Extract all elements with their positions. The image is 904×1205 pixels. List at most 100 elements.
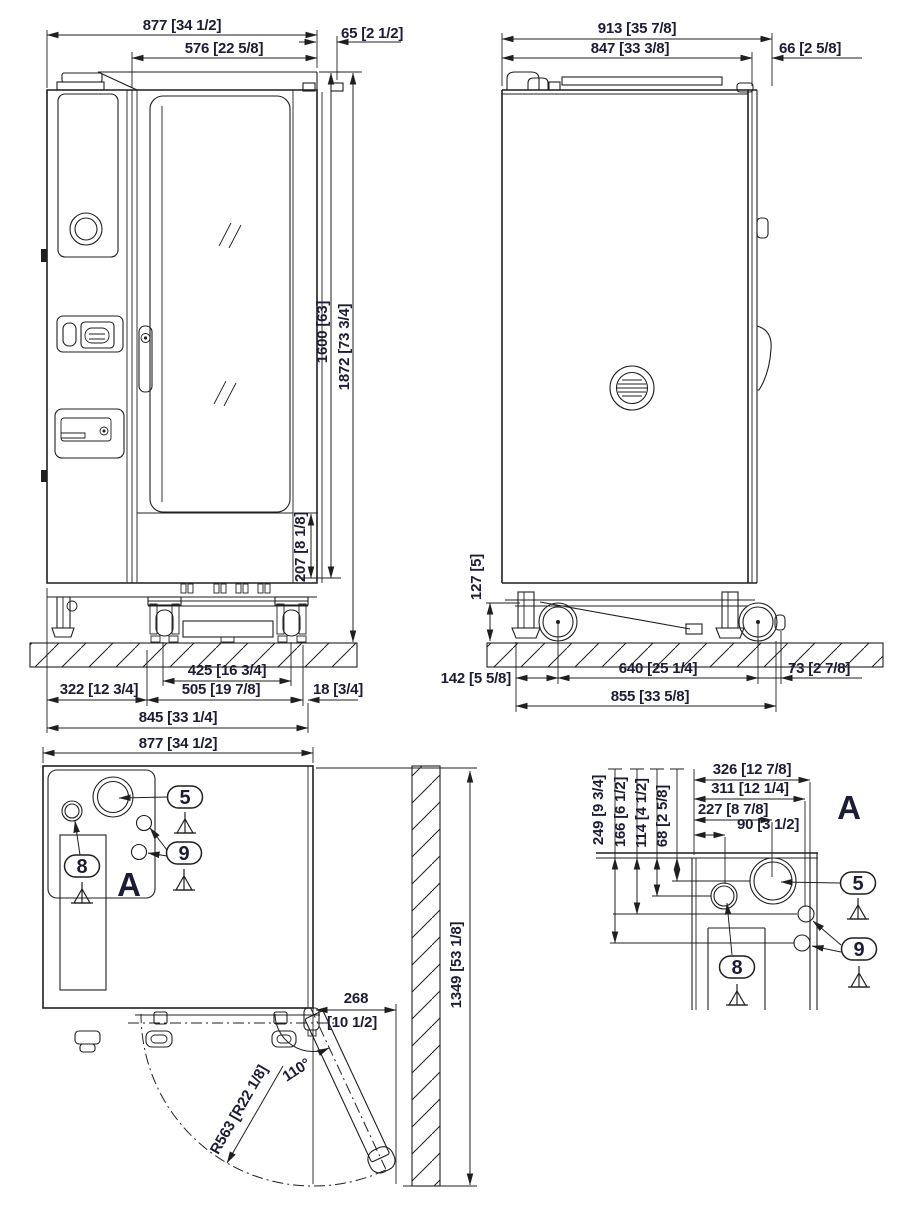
front-left-foot [51, 596, 78, 638]
detail-connection-9a-circle [797, 905, 815, 923]
dim-top-overall-depth: 1349 [53 1/8] [448, 921, 465, 1008]
dim-detail-depth-249: 249 [9 3/4] [590, 775, 607, 846]
callout-5-bubble [166, 785, 204, 809]
callout-9-label: 9 [178, 843, 189, 865]
flue-duct [707, 927, 766, 1010]
dim-front-overall-width: 877 [34 1/2] [143, 17, 222, 34]
side-vent-icon [609, 365, 655, 411]
detail-callout-9-label: 9 [853, 939, 864, 961]
detail-callout-9-bubble [840, 937, 878, 961]
dim-detail-width-326: 326 [12 7/8] [713, 761, 792, 778]
front-view: 877 [34 1/2] 576 [22 5/8] 65 [2 1/2] 160… [29, 17, 404, 733]
top-panel-column [59, 834, 107, 991]
potential-equalization-icon [173, 811, 197, 834]
door-swing-arc [140, 1013, 386, 1187]
detail-area-label: A [117, 866, 141, 903]
side-door-handle [756, 325, 772, 391]
connection-5-circle [92, 776, 134, 818]
front-door [131, 90, 294, 583]
door-handle [138, 325, 153, 393]
potential-equalization-icon [725, 983, 749, 1006]
detail-callout-5-label: 5 [852, 873, 863, 895]
callout-5-label: 5 [179, 787, 190, 809]
open-door-handle [367, 1146, 396, 1174]
connection-9b-circle [130, 843, 148, 861]
glass-reflection-icon [213, 222, 242, 407]
dim-front-base-width: 505 [19 7/8] [182, 681, 261, 698]
dim-front-body-height: 1600 [63] [314, 301, 331, 364]
potential-equalization-icon [70, 881, 94, 904]
dim-detail-depth-114: 114 [4 1/2] [633, 778, 650, 848]
potential-equalization-icon [847, 965, 871, 988]
dim-side-handle-offset: 66 [2 5/8] [779, 40, 841, 57]
rack-caster-left [147, 596, 182, 643]
roof-rail [561, 76, 723, 86]
control-knob-icon [69, 212, 103, 246]
wall-spacer-right [330, 82, 344, 92]
dim-front-top-right-offset: 65 [2 1/2] [341, 25, 403, 42]
front-base-frame [47, 583, 317, 643]
connection-9a-circle [135, 814, 153, 832]
side-base-frame [505, 591, 786, 642]
floor-hatch-side [486, 642, 884, 668]
floor-hatch [29, 642, 358, 668]
dim-detail-width-90: 90 [3 1/2] [737, 816, 799, 833]
side-view: 913 [35 7/8] 847 [33 3/8] 66 [2 5/8] 127… [441, 20, 884, 712]
callout-9-bubble [165, 841, 203, 865]
connection-8-circle [61, 800, 83, 822]
detail-callout-5-bubble [839, 871, 877, 895]
door-hinge-bump [756, 217, 769, 239]
card-reader-module [56, 315, 124, 353]
detail-view-label: A [837, 789, 861, 826]
front-control-panel [54, 90, 128, 583]
front-body-outline [41, 71, 344, 584]
dim-top-door-projection: 268 [344, 990, 368, 1007]
side-body-outline [501, 71, 772, 584]
detail-connection-9b-circle [793, 934, 811, 952]
drain-pan-edge [539, 601, 691, 630]
detail-outline [596, 852, 818, 1010]
dim-side-caster-spacing: 640 [25 1/4] [619, 660, 698, 677]
wall-hatch [411, 765, 441, 1187]
dim-top-door-angle: 110° [280, 1055, 314, 1085]
hand-shower-module [54, 408, 125, 459]
dim-front-base-right-offset: 18 [3/4] [313, 681, 363, 698]
top-body-outline [42, 765, 314, 1009]
water-tank-cap [61, 72, 103, 83]
dim-top-overall-width: 877 [34 1/2] [139, 735, 218, 752]
top-view: 110° R563 [R22 1/8] 5 8 9 A 877 [34 1/2] [42, 735, 477, 1187]
dim-front-base-height: 207 [8 1/8] [292, 512, 309, 583]
dim-front-overall-height: 1872 [73 3/4] [336, 303, 353, 390]
front-caster-wheel [738, 602, 786, 642]
top-callouts: 5 8 9 A [63, 785, 204, 904]
radius-leader [226, 1065, 284, 1164]
potential-equalization-icon [846, 897, 870, 920]
rack-caster-right [274, 596, 309, 643]
detail-callouts: 5 8 9 A [718, 789, 878, 1006]
dim-side-body-depth: 847 [33 3/8] [591, 40, 670, 57]
detail-a-view: 249 [9 3/4] 166 [6 1/2] 114 [4 1/2] 68 [… [590, 761, 878, 1010]
dim-side-caster-overall: 855 [33 5/8] [611, 688, 690, 705]
top-dimensions: 877 [34 1/2] 1349 [53 1/8] 268 [10 1/2] [42, 735, 477, 1186]
detail-dimensions: 249 [9 3/4] 166 [6 1/2] 114 [4 1/2] 68 [… [590, 761, 811, 944]
dim-side-caster-front-offset: 73 [2 7/8] [788, 660, 850, 677]
potential-equalization-icon [172, 868, 196, 891]
door-angle-arc [274, 1013, 330, 1056]
dim-top-door-projection-inch: [10 1/2] [327, 1014, 377, 1031]
detail-callout-8-label: 8 [731, 957, 742, 979]
dim-front-base-overall-width: 845 [33 1/4] [139, 709, 218, 726]
callout-8-bubble [63, 854, 101, 878]
side-dimensions: 913 [35 7/8] 847 [33 3/8] 66 [2 5/8] 127… [441, 20, 862, 712]
dim-detail-depth-166: 166 [6 1/2] [612, 777, 629, 848]
dim-side-back-to-caster: 142 [5 5/8] [441, 670, 512, 687]
open-door [304, 1007, 396, 1174]
detail-connection-8-circle [710, 882, 738, 910]
side-rear-foot [511, 591, 541, 639]
detail-callout-8-bubble [718, 955, 756, 979]
door-glass [149, 95, 291, 513]
dim-side-frame-height: 127 [5] [468, 554, 485, 600]
drip-tray [182, 620, 274, 638]
side-front-foot [715, 591, 745, 639]
top-front-edge [74, 1007, 334, 1053]
